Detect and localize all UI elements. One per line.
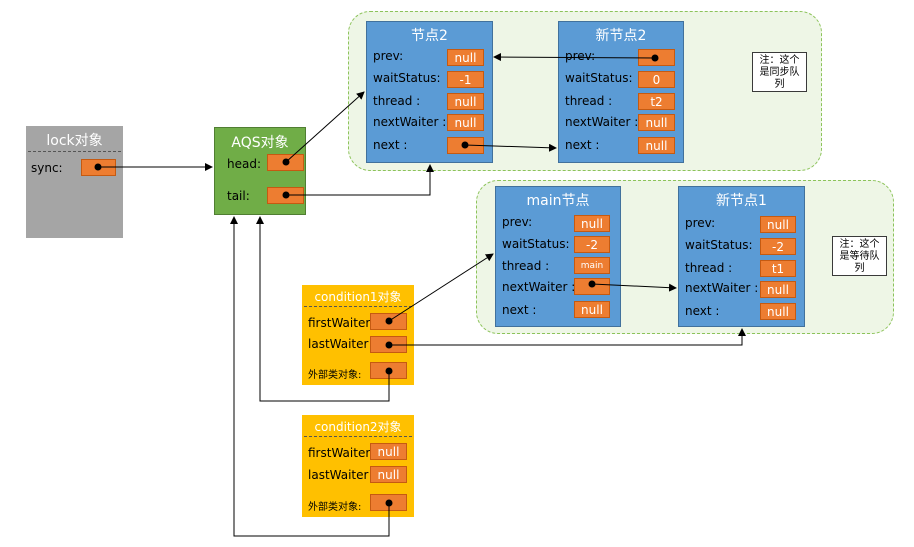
new-node2-title: 新节点2: [595, 28, 647, 44]
dot-newnode2-prev: [651, 54, 659, 62]
new-node1-next-cell[interactable]: null: [760, 303, 796, 320]
main-waitstatus-label: waitStatus:: [502, 237, 570, 251]
node2-prev-label: prev:: [373, 49, 404, 63]
dot-cond1-last: [385, 341, 393, 349]
node2-waitstatus-label: waitStatus:: [373, 71, 441, 85]
main-next-label: next :: [502, 303, 537, 317]
new-node1-next-label: next :: [685, 304, 720, 318]
new-node1-prev-cell[interactable]: null: [760, 216, 796, 233]
arrow-tail-to-node2: [286, 164, 434, 196]
main-nextwaiter-label: nextWaiter :: [502, 280, 576, 294]
condition2-firstwaiter-label: firstWaiter :: [308, 446, 379, 460]
new-node2-next-cell[interactable]: null: [638, 137, 675, 154]
node2-thread-cell[interactable]: null: [447, 93, 484, 110]
new-node1-nextwaiter-cell[interactable]: null: [760, 281, 796, 298]
main-next-cell[interactable]: null: [574, 301, 610, 318]
dot-sync: [94, 163, 102, 171]
dot-cond2-outer: [385, 499, 393, 507]
condition1-title: condition1对象: [314, 290, 402, 304]
new-node1-waitstatus-cell[interactable]: -2: [760, 238, 796, 255]
new-node2-thread-label: thread :: [565, 94, 613, 108]
condition2-object: condition2对象 firstWaiter : null lastWait…: [302, 415, 414, 517]
node2: 节点2 prev: null waitStatus: -1 thread : n…: [366, 21, 493, 163]
new-node2-waitstatus-cell[interactable]: 0: [638, 71, 675, 88]
main-prev-cell[interactable]: null: [574, 215, 610, 232]
lock-divider: [28, 151, 121, 152]
condition1-object: condition1对象 firstWaiter : lastWaiter : …: [302, 285, 414, 385]
main-prev-label: prev:: [502, 215, 533, 229]
tail-label: tail:: [227, 189, 250, 203]
new-node1-thread-cell[interactable]: t1: [760, 260, 796, 277]
arrow-cond1-outer-to-aqs: [256, 216, 390, 402]
arrow-main-to-newnode1: [591, 283, 677, 292]
new-node1-title: 新节点1: [716, 193, 767, 209]
dot-cond1-first: [385, 317, 393, 325]
node2-next-label: next :: [373, 138, 408, 152]
new-node1-nextwaiter-label: nextWaiter :: [685, 281, 759, 295]
arrow-cond2-outer-to-aqs: [230, 216, 390, 537]
condition2-title: condition2对象: [314, 420, 402, 434]
new-node2-nextwaiter-label: nextWaiter :: [565, 115, 639, 129]
lock-object: lock对象 sync:: [26, 126, 123, 238]
dot-head: [282, 158, 290, 166]
wait-queue-note: 注：这个是等待队列: [832, 236, 887, 276]
main-node: main节点 prev: null waitStatus: -2 thread …: [495, 186, 621, 327]
aqs-object-title: AQS对象: [231, 135, 289, 151]
new-node1: 新节点1 prev: null waitStatus: -2 thread : …: [678, 186, 805, 327]
node2-thread-label: thread :: [373, 94, 421, 108]
new-node2-next-label: next :: [565, 138, 600, 152]
arrow-last-to-newnode1: [389, 328, 746, 346]
arrow-head-to-node2: [285, 91, 365, 163]
node2-prev-cell[interactable]: null: [447, 49, 484, 66]
condition1-divider: [304, 306, 412, 307]
dot-node2-next: [461, 141, 469, 149]
new-node2: 新节点2 prev: waitStatus: 0 thread : t2 nex…: [558, 21, 684, 163]
main-thread-cell[interactable]: main: [574, 257, 610, 274]
new-node1-waitstatus-label: waitStatus:: [685, 238, 753, 252]
new-node1-prev-label: prev:: [685, 216, 716, 230]
dot-main-nextwaiter: [588, 280, 596, 288]
condition1-outer-label: 外部类对象:: [308, 370, 362, 381]
condition2-lastwaiter-label: lastWaiter :: [308, 468, 377, 482]
node2-waitstatus-cell[interactable]: -1: [447, 71, 484, 88]
condition1-lastwaiter-label: lastWaiter :: [308, 337, 377, 351]
dot-tail: [282, 191, 290, 199]
condition2-outer-label: 外部类对象:: [308, 502, 362, 513]
condition2-firstwaiter-cell[interactable]: null: [370, 443, 407, 460]
node2-nextwaiter-cell[interactable]: null: [447, 114, 484, 131]
dot-cond1-outer: [385, 367, 393, 375]
main-waitstatus-cell[interactable]: -2: [574, 236, 610, 253]
new-node2-nextwaiter-cell[interactable]: null: [638, 114, 675, 131]
new-node2-prev-label: prev:: [565, 49, 596, 63]
condition2-divider: [304, 436, 412, 437]
node2-title: 节点2: [411, 28, 448, 44]
new-node2-thread-cell[interactable]: t2: [638, 93, 675, 110]
node2-nextwaiter-label: nextWaiter :: [373, 115, 447, 129]
condition2-lastwaiter-cell[interactable]: null: [370, 466, 407, 483]
condition1-firstwaiter-label: firstWaiter :: [308, 316, 379, 330]
arrow-newnode2-to-node2: [493, 53, 656, 62]
main-thread-label: thread :: [502, 259, 550, 273]
new-node1-thread-label: thread :: [685, 261, 733, 275]
arrow-node2-to-newnode2: [464, 143, 557, 152]
new-node2-waitstatus-label: waitStatus:: [565, 71, 633, 85]
sync-queue-note: 注：这个是同步队列: [752, 52, 807, 92]
sync-label: sync:: [31, 161, 63, 175]
head-label: head:: [227, 157, 262, 171]
lock-object-title: lock对象: [46, 133, 103, 149]
arrow-first-to-main: [388, 253, 494, 322]
main-node-title: main节点: [526, 193, 590, 209]
